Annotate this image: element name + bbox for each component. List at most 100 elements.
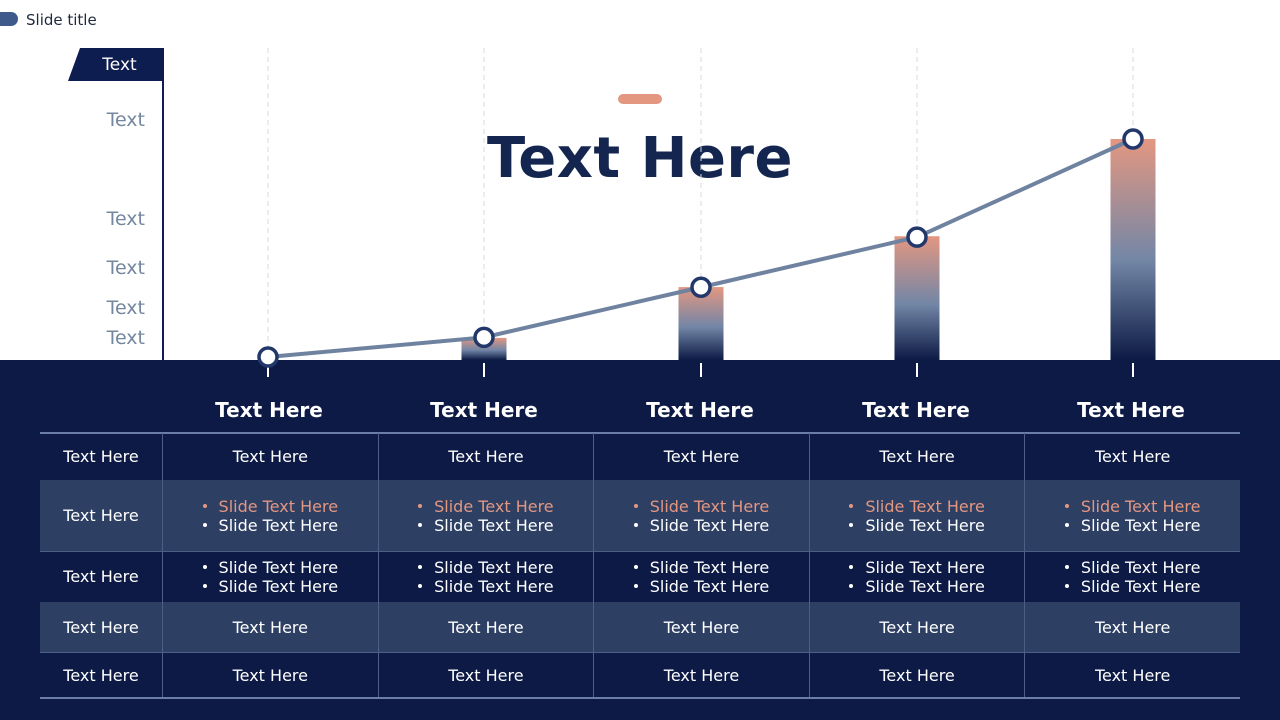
bullet-text: Slide Text Here bbox=[218, 515, 339, 535]
y-tick-label: Text bbox=[106, 257, 145, 279]
bullet-item: Slide Text Here bbox=[202, 496, 339, 516]
y-axis-header-label: Text bbox=[102, 54, 137, 75]
row-divider bbox=[40, 652, 1240, 653]
bar bbox=[894, 236, 940, 360]
table-cell: Text Here bbox=[808, 652, 1025, 698]
bullet-dot bbox=[849, 584, 854, 588]
bullet-item: Slide Text Here bbox=[633, 576, 770, 596]
bullet-item: Slide Text Here bbox=[1064, 515, 1201, 535]
bullet-dot bbox=[1064, 504, 1069, 508]
bullet-dot bbox=[202, 523, 207, 527]
y-axis-line bbox=[162, 48, 164, 360]
column-header: Text Here bbox=[646, 398, 754, 422]
slide-title: Slide title bbox=[26, 11, 97, 29]
bullet-text: Slide Text Here bbox=[434, 515, 554, 535]
table-cell: Text Here bbox=[377, 433, 594, 480]
bullet-text: Slide Text Here bbox=[1080, 576, 1201, 596]
bullet-item: Slide Text Here bbox=[202, 515, 339, 535]
line-point bbox=[690, 276, 712, 298]
row-label: Text Here bbox=[63, 665, 139, 685]
line-point bbox=[1122, 128, 1144, 150]
bullet-item: Slide Text Here bbox=[1064, 557, 1201, 577]
y-tick-label: Text bbox=[106, 109, 145, 131]
table-cell: Text Here bbox=[593, 652, 809, 698]
bullet-item: Slide Text Here bbox=[202, 557, 339, 577]
bullet-dot bbox=[633, 523, 638, 527]
bullet-text: Slide Text Here bbox=[434, 557, 554, 577]
bullet-dot bbox=[418, 523, 423, 527]
bullet-text: Slide Text Here bbox=[649, 496, 770, 516]
table-cell: Text Here bbox=[162, 652, 378, 698]
bullet-item: Slide Text Here bbox=[849, 558, 985, 577]
bullet-text: Slide Text Here bbox=[1080, 496, 1201, 516]
bullet-text: Slide Text Here bbox=[865, 515, 985, 535]
column-header: Text Here bbox=[430, 398, 538, 422]
bullet-dot bbox=[1064, 584, 1069, 588]
y-tick-label: Text bbox=[106, 208, 145, 230]
title-accent-dash bbox=[618, 94, 662, 104]
bullet-text: Slide Text Here bbox=[865, 496, 985, 516]
bullet-dot bbox=[1064, 565, 1069, 569]
bar bbox=[461, 337, 507, 360]
bullet-dot bbox=[633, 565, 638, 569]
table-cell: Text Here bbox=[1024, 602, 1240, 652]
bullet-item: Slide Text Here bbox=[202, 576, 339, 596]
table-cell: Text Here bbox=[808, 433, 1025, 480]
y-axis-header: Text bbox=[68, 48, 163, 81]
bullet-text: Slide Text Here bbox=[434, 496, 554, 516]
bullet-dot bbox=[849, 565, 854, 569]
bullet-text: Slide Text Here bbox=[434, 576, 554, 596]
bullet-dot bbox=[202, 565, 207, 569]
table-cell: Text Here bbox=[593, 602, 809, 652]
table-cell: Text Here bbox=[1024, 652, 1240, 698]
bullet-dot bbox=[418, 584, 423, 588]
bullet-item: Slide Text Here bbox=[418, 577, 554, 596]
bullet-text: Slide Text Here bbox=[218, 496, 339, 516]
bullet-text: Slide Text Here bbox=[649, 557, 770, 577]
line-point bbox=[906, 226, 928, 248]
bullet-text: Slide Text Here bbox=[649, 576, 770, 596]
bullet-text: Slide Text Here bbox=[218, 576, 339, 596]
bullet-dot bbox=[418, 565, 423, 569]
table-cell: Text Here bbox=[377, 652, 594, 698]
bullet-item: Slide Text Here bbox=[849, 497, 985, 516]
bullet-dot bbox=[202, 504, 207, 508]
bullet-dot bbox=[202, 584, 207, 588]
bullet-item: Slide Text Here bbox=[418, 497, 554, 516]
table-cell: Text Here bbox=[1024, 433, 1240, 480]
bullet-item: Slide Text Here bbox=[1064, 496, 1201, 516]
bullet-text: Slide Text Here bbox=[865, 576, 985, 596]
table-cell: Text Here bbox=[377, 602, 594, 652]
bullet-item: Slide Text Here bbox=[1064, 576, 1201, 596]
row-label: Text Here bbox=[63, 567, 139, 586]
bullet-dot bbox=[633, 504, 638, 508]
bullet-item: Slide Text Here bbox=[633, 557, 770, 577]
line-point bbox=[257, 346, 279, 368]
line-point bbox=[473, 326, 495, 349]
bullet-item: Slide Text Here bbox=[849, 577, 985, 596]
row-label: Text Here bbox=[63, 617, 139, 637]
row-label: Text Here bbox=[63, 506, 139, 525]
row-divider bbox=[40, 551, 1240, 552]
table-cell: Text Here bbox=[162, 602, 378, 652]
slide-title-marker bbox=[0, 12, 18, 26]
bullet-text: Slide Text Here bbox=[1080, 557, 1201, 577]
bar bbox=[678, 287, 724, 360]
table-bottom-rule bbox=[40, 697, 1240, 699]
bullet-dot bbox=[633, 584, 638, 588]
bullet-item: Slide Text Here bbox=[418, 558, 554, 577]
table-cell: Text Here bbox=[162, 433, 378, 480]
bullet-text: Slide Text Here bbox=[1080, 515, 1201, 535]
bullet-text: Slide Text Here bbox=[218, 557, 339, 577]
